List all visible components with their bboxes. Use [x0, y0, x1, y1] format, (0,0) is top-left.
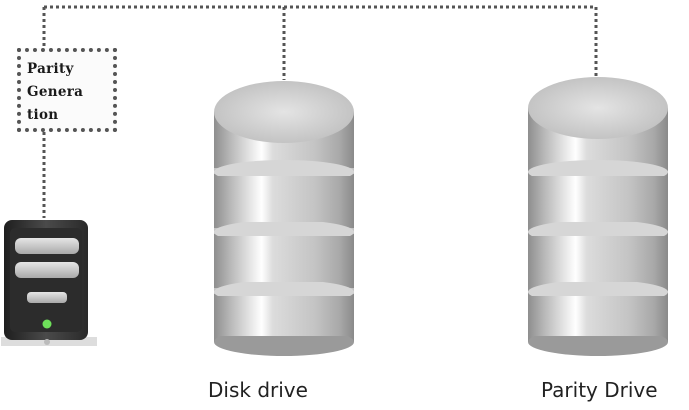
- server-drive-slot: [27, 292, 67, 303]
- parity-generation-box: Parity Genera tion: [17, 48, 117, 132]
- parity-drive-label: Parity Drive: [541, 378, 658, 402]
- server-drive-slot: [15, 262, 79, 278]
- server-drive-slot: [15, 238, 79, 254]
- server-power-button: [44, 339, 50, 345]
- server-power-led: [42, 319, 52, 329]
- connector-lines: [42, 5, 598, 218]
- disk-drive-icon: [214, 81, 354, 356]
- server-tower-icon: [1, 220, 97, 346]
- parity-box-line: tion: [27, 107, 59, 123]
- parity-drive-icon: [528, 77, 668, 356]
- disk-drive-label: Disk drive: [208, 378, 308, 402]
- parity-box-line: Genera: [27, 84, 84, 100]
- parity-box-line: Parity: [27, 61, 74, 77]
